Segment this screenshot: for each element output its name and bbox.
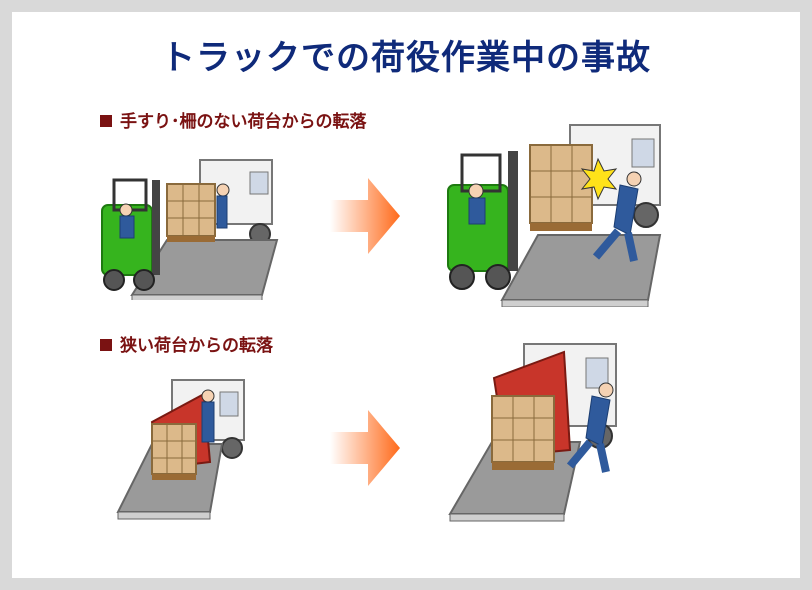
illustration-forklift-fall — [447, 124, 662, 307]
illustration-forklift-before — [101, 159, 279, 300]
right-arrow-icon — [330, 178, 400, 254]
illustration-narrow-bed-fall — [448, 343, 617, 522]
section-label: 狭い荷台からの転落 — [120, 336, 273, 356]
square-bullet-icon — [100, 115, 112, 127]
section-heading-narrow-bed: 狭い荷台からの転落 — [100, 331, 273, 356]
illustration-narrow-bed-before — [116, 379, 245, 520]
section-label: 手すり･柵のない荷台からの転落 — [120, 112, 367, 132]
section-heading-no-railing: 手すり･柵のない荷台からの転落 — [100, 107, 367, 132]
right-arrow-icon — [330, 410, 400, 486]
square-bullet-icon — [100, 339, 112, 351]
page-title: トラックでの荷役作業中の事故 — [161, 38, 651, 78]
